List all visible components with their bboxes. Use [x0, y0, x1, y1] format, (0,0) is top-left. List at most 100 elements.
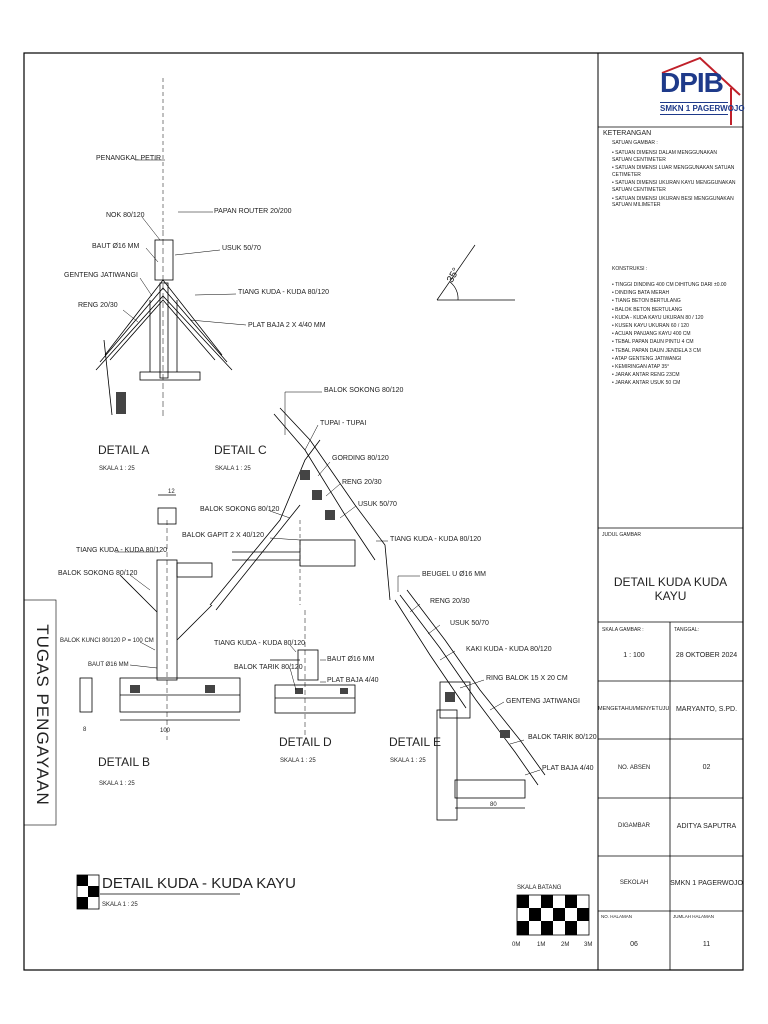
jumlah-value: 11	[702, 941, 711, 948]
scale-tick-2: 2M	[561, 942, 570, 948]
dpib-logo-subtitle: SMKN 1 PAGERWOJO	[660, 102, 745, 115]
sekolah-label: SEKOLAH	[619, 880, 649, 886]
sheet-border	[23, 52, 744, 971]
label-plat-baja-e: PLAT BAJA 4/40	[542, 765, 594, 772]
tanggal-label: TANGGAL:	[674, 627, 699, 633]
dim-100: 100	[160, 728, 171, 734]
note-satuan-1: • SATUAN DIMENSI DALAM MENGGUNAKAN SATUA…	[612, 150, 718, 163]
dpib-logo-text: DPIB	[660, 67, 724, 98]
detail-c-title: DETAIL C	[214, 443, 267, 457]
label-genteng-e: GENTENG JATIWANGI	[506, 698, 580, 705]
note-konstruksi-9: • TEBAL PAPAN DAUN JENDELA 3 CM	[612, 347, 701, 354]
sekolah-value: SMKN 1 PAGERWOJO	[670, 880, 743, 887]
keterangan-title: KETERANGAN	[603, 130, 652, 137]
note-satuan-3: • SATUAN DIMENSI UKURAN KAYU MENGGUNAKAN…	[612, 180, 736, 193]
note-konstruksi-1: • TINGGI DINDING 400 CM DIHITUNG DARI ±0…	[612, 282, 727, 288]
detail-a-title: DETAIL A	[98, 443, 150, 457]
note-konstruksi-13: • JARAK ANTAR USUK 50 CM	[612, 380, 681, 387]
label-tiang-kuda-b: TIANG KUDA - KUDA 80/120	[76, 547, 168, 554]
dpib-logo: DPIB SMKN 1 PAGERWOJO	[658, 62, 745, 124]
label-baut-a: BAUT Ø16 MM	[92, 243, 140, 250]
main-title-hatch-icon	[76, 874, 100, 910]
dpib-logo-mark	[661, 56, 741, 125]
detail-a-drawing	[95, 78, 233, 418]
label-nok: NOK 80/120	[106, 212, 145, 219]
label-balok-sokong-c: BALOK SOKONG 80/120	[324, 387, 404, 394]
scale-bar-title: SKALA BATANG	[517, 885, 562, 891]
mengetahui-value: MARYANTO, S.PD.	[675, 706, 738, 713]
detail-leaders	[115, 391, 541, 776]
side-title: TUGAS PENGAYAAN	[33, 624, 52, 806]
detail-e-scale: SKALA 1 : 25	[390, 758, 426, 764]
label-kaki-kuda: KAKI KUDA - KUDA 80/120	[466, 646, 552, 653]
label-papan-router: PAPAN ROUTER 20/200	[214, 208, 292, 215]
note-konstruksi-6: • KUSEN KAYU UKURAN 60 / 120	[612, 323, 689, 330]
label-plat-baja-d: PLAT BAJA 4/40	[327, 677, 379, 684]
label-reng-a: RENG 20/30	[78, 302, 118, 309]
label-usuk-e: USUK 50/70	[450, 620, 489, 627]
label-usuk-c: USUK 50/70	[358, 501, 397, 508]
label-baut-d: BAUT Ø16 MM	[327, 656, 375, 663]
main-title: DETAIL KUDA - KUDA KAYU	[102, 875, 296, 892]
label-penangkal-petir: PENANGKAL PETIR	[96, 155, 162, 162]
konstruksi-title: KONSTRUKSI :	[612, 266, 648, 272]
detail-a-scale: SKALA 1 : 25	[99, 466, 135, 472]
side-title-box	[23, 599, 57, 826]
skala-label: SKALA GAMBAR :	[602, 627, 644, 633]
label-beugel: BEUGEL U Ø16 MM	[422, 571, 486, 578]
title-block-grid	[598, 126, 743, 970]
label-balok-gapit: BALOK GAPIT 2 X 40/120	[182, 532, 264, 539]
dim-80: 80	[490, 802, 497, 808]
detail-e-title: DETAIL E	[389, 735, 442, 749]
label-tupai: TUPAI - TUPAI	[320, 420, 367, 427]
label-usuk-a: USUK 50/70	[222, 245, 261, 252]
label-balok-tarik-d: BALOK TARIK 80/120	[234, 664, 303, 671]
label-gording: GORDING 80/120	[332, 455, 389, 462]
skala-value: 1 : 100	[623, 652, 645, 659]
detail-d-drawing	[274, 610, 356, 735]
label-genteng-a: GENTENG JATIWANGI	[64, 272, 138, 279]
label-ring-balok: RING BALOK 15 X 20 CM	[486, 675, 568, 682]
note-konstruksi-5: • KUDA - KUDA KAYU UKURAN 80 / 120	[612, 314, 704, 321]
label-tiang-kuda-d: TIANG KUDA - KUDA 80/120	[214, 640, 306, 647]
detail-c-scale: SKALA 1 : 25	[215, 466, 251, 472]
label-balok-sokong-b2: BALOK SOKONG 80/120	[58, 570, 138, 577]
roof-slope-indicator	[436, 244, 515, 301]
note-satuan-4: • SATUAN DIMENSI UKURAN BESI MENGGUNAKAN…	[612, 195, 734, 209]
absen-label: NO. ABSEN	[617, 765, 651, 771]
note-konstruksi-12: • JARAK ANTAR RENG 23CM	[612, 372, 680, 379]
satuan-title: SATUAN GAMBAR :	[612, 140, 658, 146]
judul-label: JUDUL GAMBAR	[602, 532, 641, 538]
scale-bar-graphic	[516, 894, 590, 936]
note-konstruksi-10: • ATAP GENTENG JATIWANGI	[612, 355, 682, 362]
jumlah-label: JUMLAH HALAMAN	[673, 914, 715, 919]
digambar-label: DIGAMBAR	[617, 823, 650, 829]
halaman-value: 06	[630, 941, 638, 948]
scale-tick-3: 3M	[584, 942, 593, 948]
dim-12: 12	[168, 489, 175, 495]
notes-satuan: • SATUAN DIMENSI DALAM MENGGUNAKAN SATUA…	[612, 150, 736, 209]
tanggal-value: 28 OKTOBER 2024	[675, 652, 738, 659]
label-baut-b: BAUT Ø16 MM	[88, 662, 129, 668]
label-balok-sokong-b: BALOK SOKONG 80/120	[200, 506, 280, 513]
dim-8: 8	[83, 727, 87, 733]
note-konstruksi-4: • BALOK BETON BERTULANG	[612, 306, 683, 313]
note-konstruksi-8: • TEBAL PAPAN DAUN PINTU 4 CM	[612, 339, 694, 346]
detail-b-drawing	[79, 494, 300, 740]
label-balok-tarik-e: BALOK TARIK 80/120	[528, 734, 597, 741]
scale-tick-0: 0M	[512, 942, 521, 948]
scale-tick-1: 1M	[537, 942, 546, 948]
note-konstruksi-7: • ACUAN PANJANG KAYU 400 CM	[612, 331, 691, 338]
label-tiang-kuda-a: TIANG KUDA - KUDA 80/120	[238, 289, 330, 296]
detail-c-drawing	[209, 407, 391, 611]
label-reng-c: RENG 20/30	[342, 479, 382, 486]
detail-d-title: DETAIL D	[279, 735, 332, 749]
label-balok-kunci: BALOK KUNCI 80/120 P = 100 CM	[60, 638, 154, 644]
detail-e-drawing	[394, 589, 546, 821]
absen-value: 02	[702, 764, 711, 771]
main-title-scale: SKALA 1 : 25	[102, 902, 138, 908]
detail-b-title: DETAIL B	[98, 755, 151, 769]
note-konstruksi-11: • KEMIRINGAN ATAP 35°	[612, 364, 670, 371]
halaman-label: NO. HALAMAN	[601, 914, 633, 919]
